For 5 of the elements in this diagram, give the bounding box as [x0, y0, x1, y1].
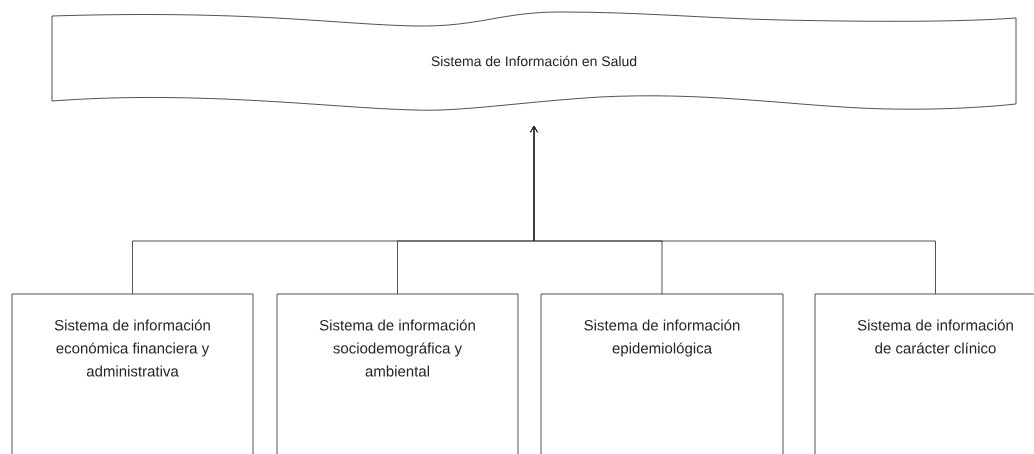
- process-box: Sistema de información económica financiera y administrativa: [11, 293, 254, 454]
- arrow: [530, 125, 936, 295]
- process-box: Sistema de información de carácter clínico: [814, 293, 1034, 454]
- process-box: Sistema de información epidemiológica: [540, 293, 784, 454]
- process-box: Sistema de información sociodemográfica y ambiental: [276, 293, 519, 454]
